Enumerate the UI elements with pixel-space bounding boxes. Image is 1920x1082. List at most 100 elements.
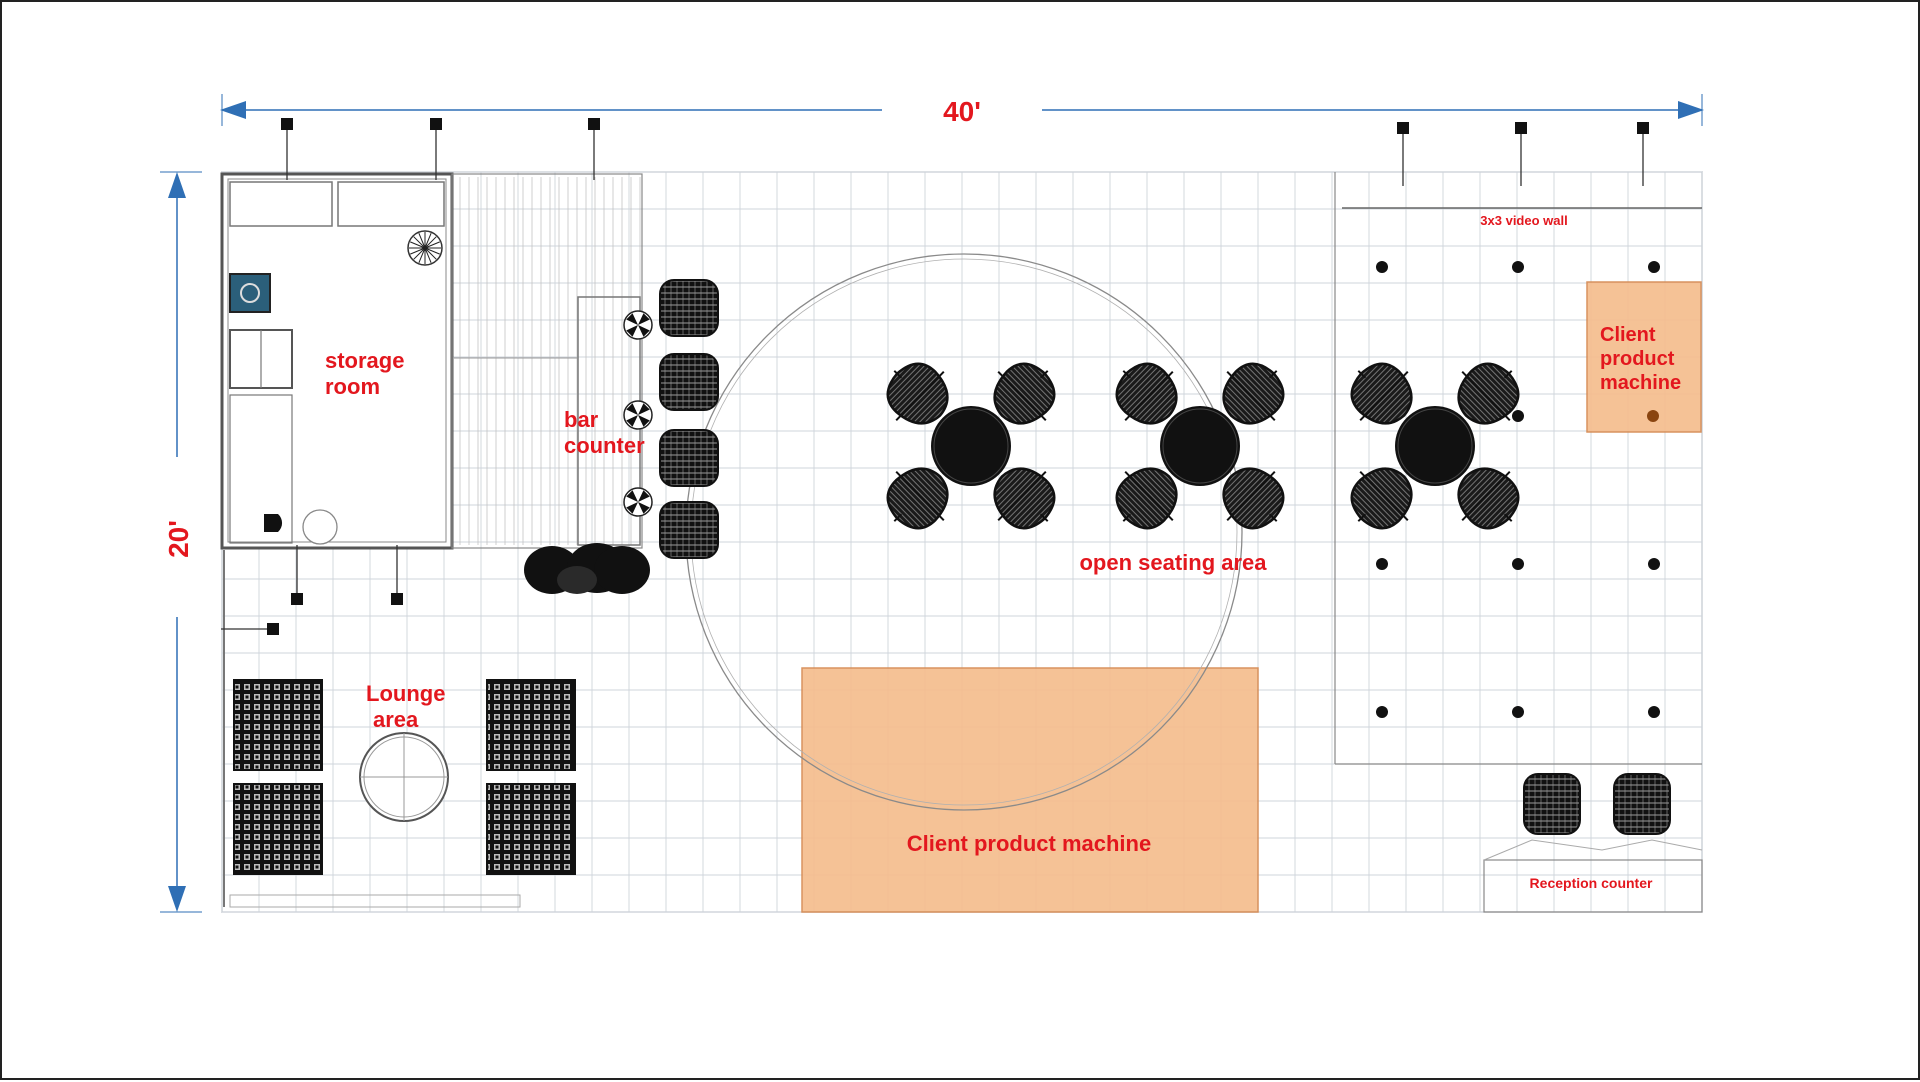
floor-light-dot (1376, 558, 1388, 570)
seating-group (886, 362, 1056, 530)
open-seating-groups (886, 362, 1520, 530)
floor-light-dot (1512, 558, 1524, 570)
machine-marker (1647, 410, 1659, 422)
seating-group (1350, 362, 1520, 530)
plant-leaf (424, 247, 437, 260)
floor-light-dot (1376, 706, 1388, 718)
plant-leaf (424, 247, 432, 263)
floor-light-dot (1648, 706, 1660, 718)
plant-leaf (418, 247, 426, 263)
stool-blade (638, 415, 650, 427)
lounge-area (223, 550, 576, 908)
client-machine-main-area (801, 667, 1259, 913)
lounge-area-label-line1: Lounge (366, 681, 445, 706)
dimension-width (220, 94, 1704, 126)
bar-chair (659, 429, 719, 487)
spotlight-icon (391, 593, 403, 605)
floor-light-dot (1376, 261, 1388, 273)
chair-icon (264, 514, 283, 532)
bar-counter-label-line2: counter (564, 433, 645, 458)
storage-room-label-line2: room (325, 374, 380, 399)
floor-light-dot (1648, 261, 1660, 273)
stool-blade (638, 502, 650, 514)
reception-counter-label: Reception counter (1530, 875, 1653, 891)
storage-cabinet (229, 394, 293, 544)
lounge-sofa (486, 783, 576, 875)
client-machine-side-label-line2: product (1600, 348, 1675, 370)
stool-blade (638, 325, 650, 337)
spotlight-icon (281, 118, 293, 130)
bar-chair (659, 279, 719, 337)
bar-counter-label-line1: bar (564, 407, 599, 432)
hedge-plants (524, 543, 650, 594)
stool-blade (626, 502, 638, 514)
dimension-height (160, 171, 202, 913)
reception (1483, 773, 1703, 913)
stool-blade (638, 403, 650, 415)
sink-icon (302, 509, 338, 545)
stool-blade (626, 415, 638, 427)
plant-leaf (413, 236, 426, 249)
plant-leaf (410, 241, 426, 249)
height-dimension-label: 20' (163, 520, 194, 558)
plant-leaf (424, 241, 440, 249)
floor-light-dot (1512, 410, 1524, 422)
lounge-chair (1115, 467, 1178, 530)
storage-shelf (337, 181, 445, 227)
stool-blade (638, 313, 650, 325)
lounge-chair (886, 362, 949, 425)
stool-blade (626, 313, 638, 325)
client-machine-side-label-line3: machine (1600, 372, 1681, 394)
floor-light-dot (1512, 261, 1524, 273)
stool-blade (626, 490, 638, 502)
round-table (931, 406, 1011, 486)
bar-stools (623, 310, 653, 517)
lounge-chair (1222, 362, 1285, 425)
width-dimension-label: 40' (943, 96, 981, 127)
storage-shelf (229, 181, 333, 227)
plant-leaf (424, 236, 437, 249)
lounge-area-label-line2: area (373, 707, 419, 732)
client-machine-side-area (1586, 281, 1702, 433)
plant-leaf (410, 247, 426, 255)
storage-room-label-line1: storage (325, 348, 404, 373)
lounge-chair (1115, 362, 1178, 425)
video-wall-label: 3x3 video wall (1480, 213, 1567, 228)
spotlight-icon (1515, 122, 1527, 134)
spotlight-icon (291, 593, 303, 605)
spotlight-icon (267, 623, 279, 635)
spotlight-icon (430, 118, 442, 130)
round-table (1395, 406, 1475, 486)
stool-blade (626, 403, 638, 415)
client-machine-side-label-line1: Client (1600, 324, 1656, 346)
lounge-sofa (486, 679, 576, 771)
plant-leaf (424, 247, 440, 255)
spotlight-icon (1397, 122, 1409, 134)
lounge-sofa (233, 679, 323, 771)
ceiling-spotlights (221, 118, 1649, 635)
lounge-chair (993, 362, 1056, 425)
bar-chair (659, 501, 719, 559)
plant-leaf (413, 247, 426, 260)
reception-chair (1523, 773, 1581, 835)
lounge-chair (886, 467, 949, 530)
bar-chairs (659, 279, 719, 559)
floor-light-dot (1512, 706, 1524, 718)
plant-leaf (424, 233, 432, 249)
lounge-chair (1350, 467, 1413, 530)
lounge-chair (1457, 362, 1520, 425)
seating-group (1115, 362, 1285, 530)
appliance-icon (229, 273, 271, 313)
floor-light-dot (1648, 558, 1660, 570)
stool-blade (626, 325, 638, 337)
stool-blade (638, 490, 650, 502)
lounge-chair (1457, 467, 1520, 530)
reception-counter-shape (1483, 859, 1703, 913)
round-table (1160, 406, 1240, 486)
spotlight-icon (588, 118, 600, 130)
reception-chair (1613, 773, 1671, 835)
open-seating-area-label: open seating area (1079, 550, 1267, 575)
spotlight-icon (1637, 122, 1649, 134)
